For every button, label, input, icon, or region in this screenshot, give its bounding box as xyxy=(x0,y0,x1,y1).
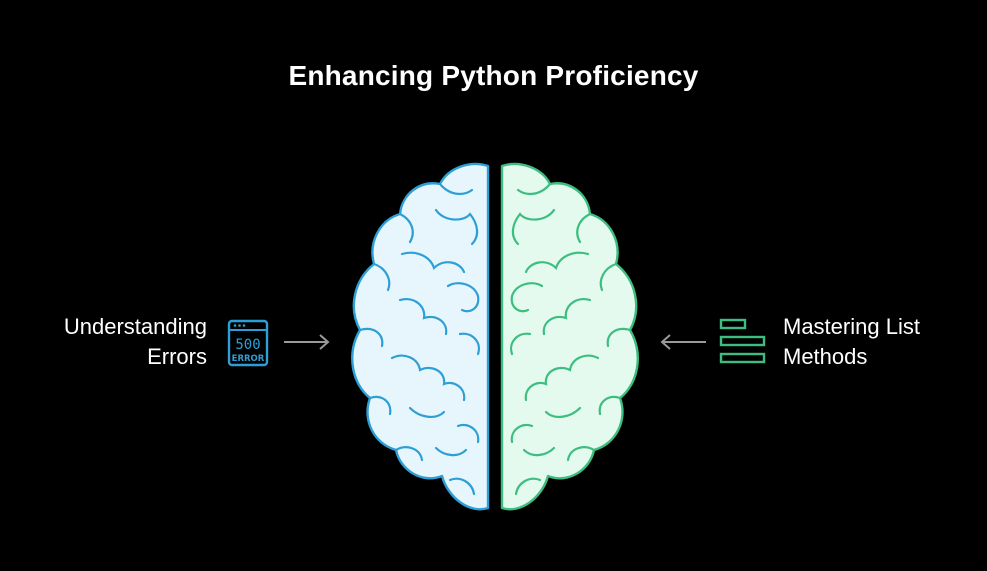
right-label-line-1: Mastering List xyxy=(783,314,920,339)
right-label-line-2: Methods xyxy=(783,344,868,369)
error-word-text: ERROR xyxy=(232,354,265,364)
list-icon xyxy=(719,318,766,364)
error-500-icon: 500 ERROR xyxy=(227,319,269,367)
brain-illustration xyxy=(351,162,639,511)
right-label: Mastering List Methods xyxy=(783,312,920,372)
left-arrow-icon xyxy=(284,334,330,350)
diagram-title: Enhancing Python Proficiency xyxy=(288,60,699,91)
right-arrow-icon xyxy=(660,334,706,350)
left-label-line-2: Errors xyxy=(147,344,207,369)
brain-left-hemisphere xyxy=(351,162,490,511)
left-label-line-1: Understanding xyxy=(63,314,207,339)
error-code-text: 500 xyxy=(235,337,260,353)
left-label: Understanding Errors xyxy=(64,312,207,372)
brain-right-hemisphere xyxy=(500,162,639,511)
